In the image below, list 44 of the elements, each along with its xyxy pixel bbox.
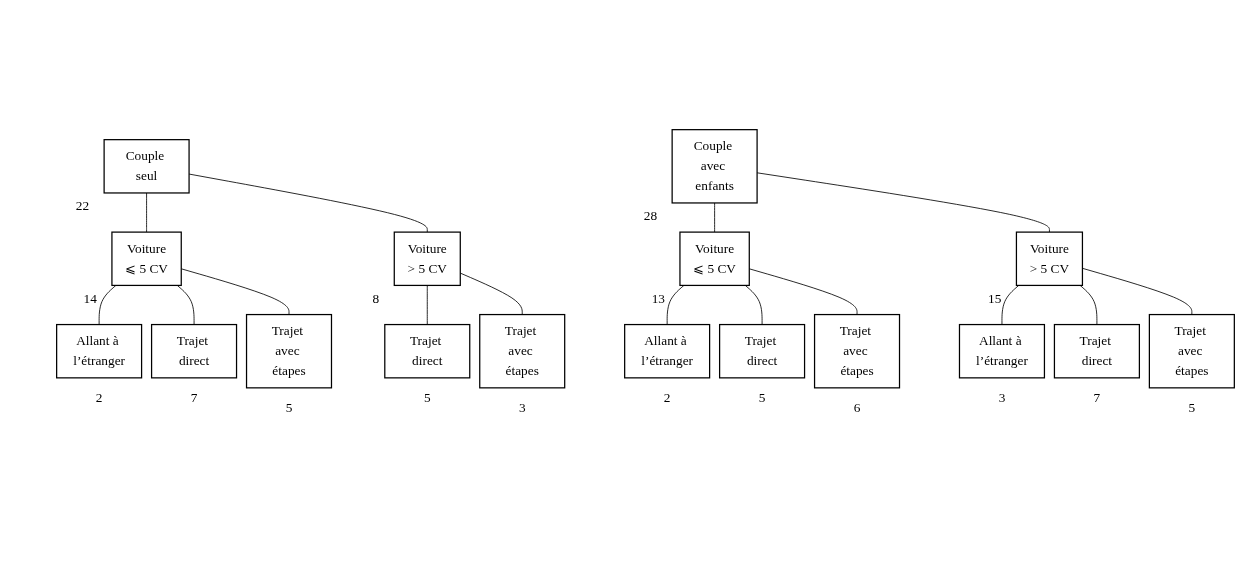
node-label: 7	[1093, 390, 1101, 405]
node-box: Couple avec enfants	[671, 129, 758, 204]
node-box: Trajet direct	[384, 323, 471, 379]
node-label: 8	[372, 291, 380, 306]
node-label: 5	[285, 400, 293, 415]
node-label: 7	[190, 390, 198, 405]
node-box: Allant à l’étranger	[624, 323, 711, 379]
node-box: Trajet avec étapes	[479, 313, 566, 389]
connector	[176, 285, 195, 325]
connector	[98, 285, 117, 325]
node-label: 5	[423, 390, 431, 405]
node-label: 15	[988, 291, 1002, 306]
node-box: Allant à l’étranger	[958, 323, 1046, 379]
node-label: 2	[95, 390, 103, 405]
node-box: Trajet avec étapes	[1148, 313, 1235, 389]
connector	[744, 285, 763, 325]
node-box: Trajet direct	[719, 323, 806, 379]
connector	[1001, 285, 1020, 325]
node-box: Voiture ⩽ 5 CV	[679, 231, 750, 287]
connector	[1079, 285, 1098, 325]
node-label: 3	[998, 390, 1006, 405]
node-label: 22	[75, 198, 90, 213]
connector	[426, 285, 428, 325]
node-label: 6	[853, 400, 861, 415]
node-box: Trajet direct	[1053, 323, 1140, 379]
node-label: 5	[758, 390, 766, 405]
connector	[1082, 267, 1193, 315]
connector	[714, 202, 716, 233]
node-box: Trajet avec étapes	[813, 313, 901, 389]
node-label: 13	[651, 291, 665, 306]
node-box: Voiture > 5 CV	[1015, 231, 1084, 287]
node-box: Voiture ⩽ 5 CV	[111, 231, 182, 287]
node-label: 14	[83, 291, 97, 306]
node-box: Allant à l’étranger	[56, 323, 143, 379]
node-box: Trajet direct	[150, 323, 238, 379]
node-box: Trajet avec étapes	[245, 313, 333, 389]
connector	[666, 285, 685, 325]
connector	[146, 192, 147, 233]
node-label: 3	[518, 400, 526, 415]
node-box: Couple seul	[103, 139, 190, 194]
node-box: Voiture > 5 CV	[393, 231, 461, 287]
node-label: 2	[663, 390, 671, 405]
node-label: 5	[1188, 400, 1196, 415]
node-label: 28	[643, 208, 658, 223]
